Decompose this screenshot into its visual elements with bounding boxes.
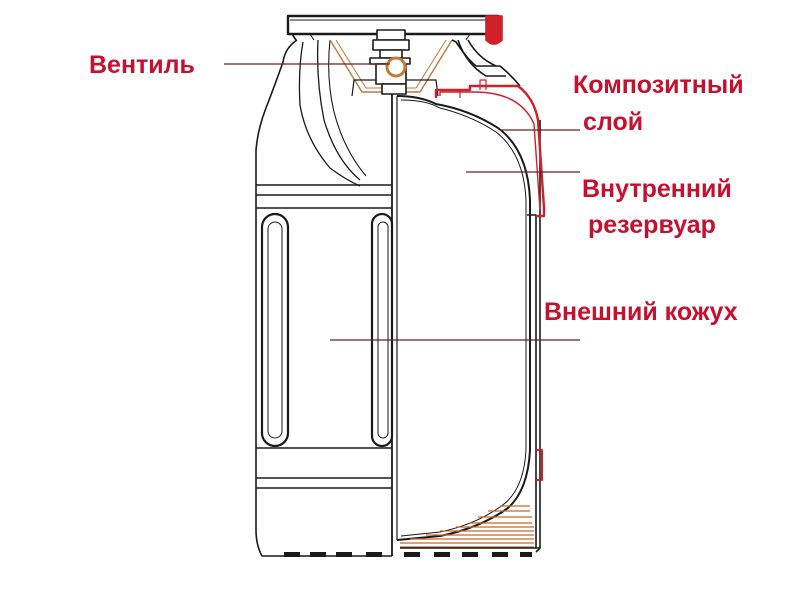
composite-layer [434,15,546,481]
leader-lines [224,63,580,341]
valve-assembly [329,29,453,97]
inner-tank [396,95,531,541]
label-composite-layer-line2: слой [583,108,644,136]
label-inner-tank-line1: Внутренний [582,175,732,203]
window-panel [256,184,394,489]
base-hatching [400,505,534,548]
base-feet [284,552,532,557]
label-composite-layer-line1: Композитный [573,71,744,99]
label-inner-tank-line2: резервуар [588,211,716,239]
label-outer-casing: Внешний кожух [544,298,738,326]
label-valve: Вентиль [89,51,195,79]
